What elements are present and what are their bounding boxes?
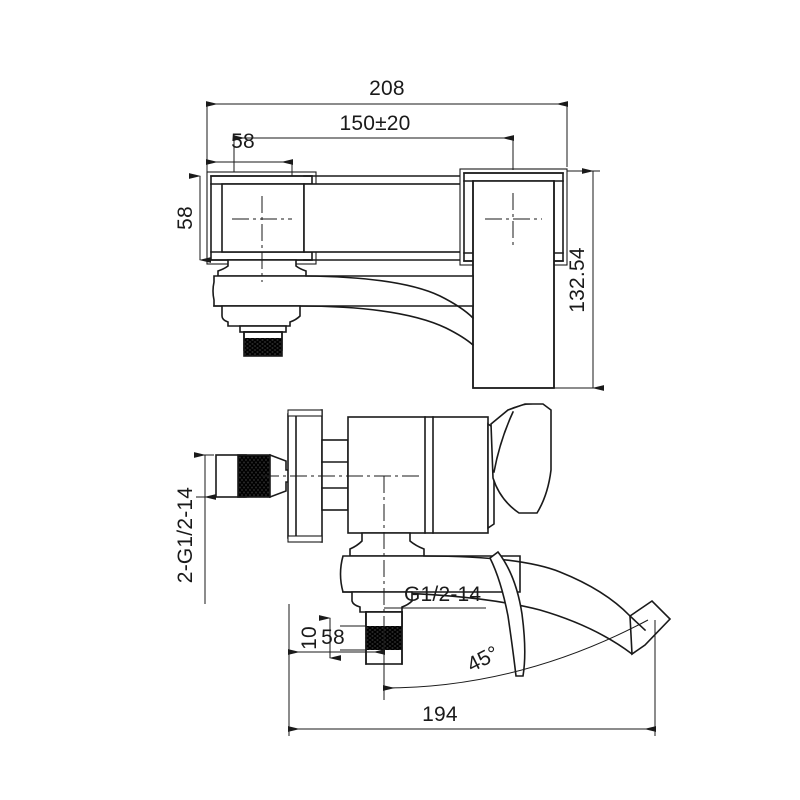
dim-58-top: 58 [206, 130, 293, 176]
dim-label-58-top: 58 [231, 130, 255, 153]
top-view-centerlines [232, 193, 542, 282]
top-view-group: 208 150±20 58 58 [174, 77, 604, 391]
dim-label-58-bottom: 58 [321, 626, 345, 649]
dim-label-208: 208 [369, 77, 405, 100]
dim-194: 194 [288, 620, 656, 736]
top-view-threaded-nipple [239, 325, 287, 357]
front-view-lever-handle [490, 403, 552, 514]
dim-label-2g12: 2-G1/2-14 [174, 487, 197, 583]
dim-150: 150±20 [233, 112, 514, 172]
dim-label-194: 194 [422, 703, 458, 726]
dim-label-g12: G1/2-14 [404, 583, 481, 606]
front-view-valve-body [347, 416, 495, 534]
front-view-hex-nut [321, 439, 349, 511]
dim-label-58-left: 58 [174, 206, 197, 230]
front-view-group: 2-G1/2-14 10 G1/2-14 58 [174, 403, 672, 736]
top-view-spout-collar [212, 259, 475, 347]
top-view-connecting-bar [303, 175, 471, 261]
dim-208: 208 [206, 77, 568, 170]
dim-label-132: 132.54 [566, 247, 589, 313]
front-view-spout-base [339, 532, 634, 656]
dim-label-45: 45° [463, 642, 502, 677]
dim-58-left: 58 [174, 173, 211, 263]
front-view-spout-tip [628, 599, 672, 656]
front-view-diverter-rod [488, 550, 526, 677]
dim-2g12: 2-G1/2-14 [174, 452, 216, 604]
front-view-inlet [215, 453, 297, 499]
dim-label-150: 150±20 [339, 112, 410, 135]
dim-label-10: 10 [298, 626, 321, 650]
dim-132: 132.54 [554, 168, 604, 391]
dim-g12: G1/2-14 [384, 583, 486, 609]
